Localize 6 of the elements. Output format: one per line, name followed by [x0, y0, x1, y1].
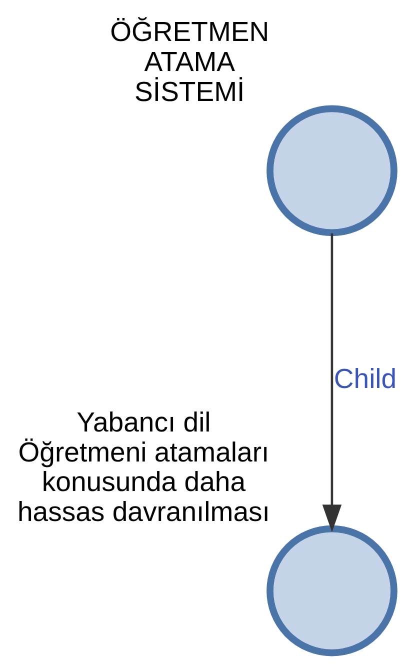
node-circle: [266, 524, 398, 656]
edge-label: Child: [334, 362, 397, 394]
node-circle: [266, 104, 398, 236]
node-label: ÖĞRETMEN ATAMA SİSTEMİ: [110, 16, 270, 106]
node-label: Yabancı dil Öğretmeni atamaları konusunda daha hassas davranılması: [17, 406, 270, 527]
arrow: [322, 232, 342, 532]
